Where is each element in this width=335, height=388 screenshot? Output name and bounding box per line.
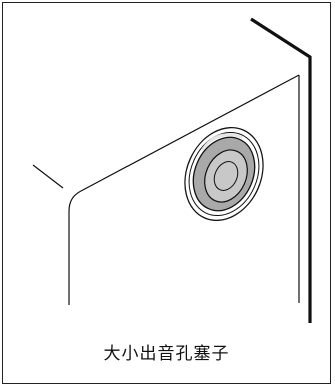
figure-frame: 大小出音孔塞子 <box>2 2 331 384</box>
cabinet-top-edge <box>250 17 312 323</box>
caption: 大小出音孔塞子 <box>103 344 230 364</box>
cabinet-diagonal-edge <box>68 74 300 305</box>
cabinet-side-line <box>32 164 64 189</box>
speaker-port-plug-illustration <box>32 17 312 323</box>
plug-rim-highlight <box>201 133 243 151</box>
plug-center-circle <box>213 161 239 191</box>
